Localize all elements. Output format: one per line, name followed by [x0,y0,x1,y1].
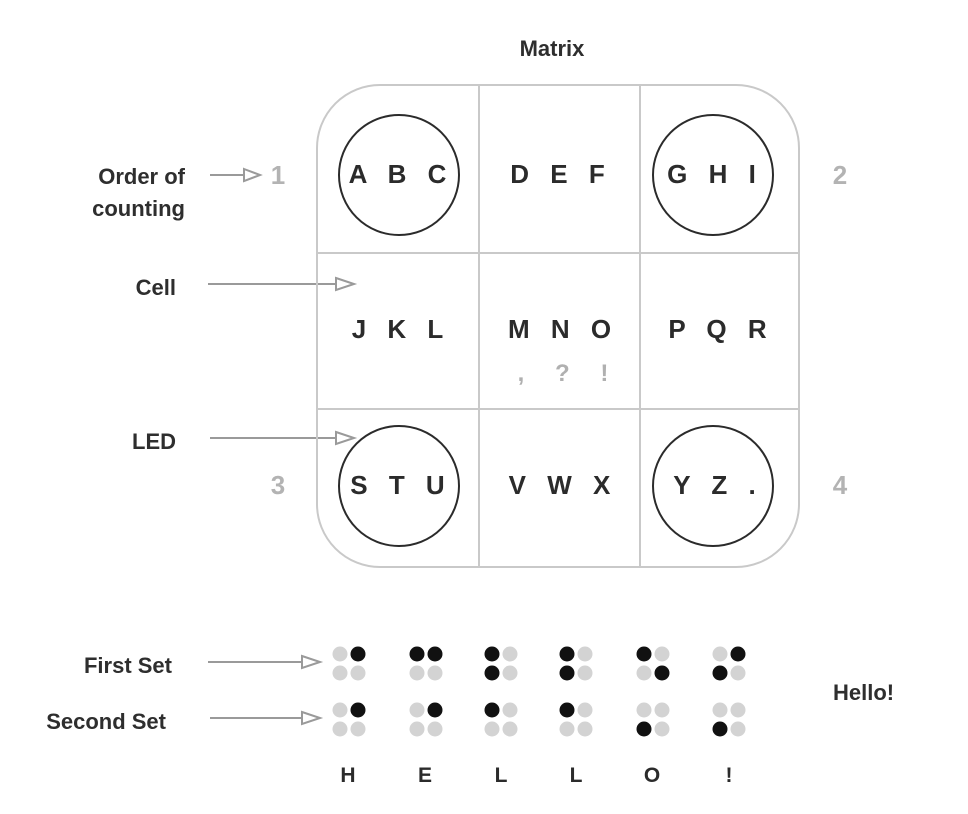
second-set-dot-1-2 [409,721,425,737]
first-set-dot-1-0 [409,646,425,662]
grid-line-v1 [478,85,480,567]
second-set-dot-1-0 [409,702,425,718]
second-set-dot-4-3 [654,721,670,737]
first-set-arrow [208,654,324,670]
word-letter-exclamation: ! [725,764,733,787]
second-set-dot-2-3 [502,721,518,737]
first-set-dot-5-3 [730,665,746,681]
led-stu [338,425,460,547]
second-set-dot-0-2 [332,721,348,737]
first-set-dot-0-0 [332,646,348,662]
second-set-arrow [210,710,324,726]
second-set-dot-4-2 [636,721,652,737]
second-set-dot-5-1 [730,702,746,718]
second-set-label: Second Set [46,709,166,734]
first-set-dot-4-3 [654,665,670,681]
word-letter-o: O [643,764,661,787]
result-text: Hello! [833,680,895,705]
first-set-dot-5-1 [730,646,746,662]
cell-def: D E F [510,159,612,189]
first-set-dot-2-3 [502,665,518,681]
second-set-dot-2-1 [502,702,518,718]
second-set-dot-4-0 [636,702,652,718]
first-set-dot-5-0 [712,646,728,662]
cell-label: Cell [135,275,176,300]
first-set-dot-2-1 [502,646,518,662]
second-set-dot-1-1 [427,702,443,718]
cell-pqr: P Q R [668,314,774,344]
word-letter-e: E [417,764,432,787]
first-set-label: First Set [83,653,172,678]
order-label-line2: counting [92,196,185,221]
first-set-dot-3-1 [577,646,593,662]
cell-vwx: V W X [508,470,618,500]
first-set-dot-3-2 [559,665,575,681]
first-set-dot-0-2 [332,665,348,681]
second-set-dot-4-1 [654,702,670,718]
second-set-dot-5-0 [712,702,728,718]
order-arrow [210,167,263,183]
first-set-dot-0-1 [350,646,366,662]
led-arrow [210,430,358,446]
cell-abc: A B C [348,159,454,189]
word-letter-l1: L [494,764,508,787]
first-set-dot-4-0 [636,646,652,662]
first-set-dot-3-0 [559,646,575,662]
cell-yz: Y Z . [673,470,763,500]
first-set-dot-3-3 [577,665,593,681]
second-set-dot-0-3 [350,721,366,737]
order-number-2: 2 [832,160,848,190]
first-set-dot-4-2 [636,665,652,681]
cell-jkl: J K L [351,314,451,344]
word-letter-h: H [340,764,356,787]
cell-mno-punctuation: , ? ! [517,360,621,387]
first-set-dot-5-2 [712,665,728,681]
first-set-dot-2-2 [484,665,500,681]
led-ghi [652,114,774,236]
grid-line-h2 [317,408,799,410]
second-set-dot-5-2 [712,721,728,737]
matrix-title: Matrix [519,36,585,61]
grid-line-v2 [639,85,641,567]
first-set-dot-1-3 [427,665,443,681]
first-set-dot-1-2 [409,665,425,681]
second-set-dot-3-1 [577,702,593,718]
second-set-dot-3-0 [559,702,575,718]
matrix-grid [316,84,800,568]
second-set-dot-1-3 [427,721,443,737]
cell-ghi: G H I [667,159,763,189]
order-of-counting-label: Order of counting [40,161,185,225]
word-letter-l2: L [569,764,583,787]
second-set-dot-3-3 [577,721,593,737]
second-set-dot-2-2 [484,721,500,737]
first-set-dot-1-1 [427,646,443,662]
order-label-line1: Order of [98,164,185,189]
order-number-4: 4 [832,470,848,500]
second-set-dot-0-0 [332,702,348,718]
led-abc [338,114,460,236]
led-yz [652,425,774,547]
cell-mno: M N O [507,314,619,344]
second-set-dot-0-1 [350,702,366,718]
order-number-3: 3 [270,470,286,500]
second-set-dot-3-2 [559,721,575,737]
second-set-dot-2-0 [484,702,500,718]
second-set-dot-5-3 [730,721,746,737]
cell-stu: S T U [350,470,452,500]
order-number-1: 1 [270,160,286,190]
first-set-dot-0-3 [350,665,366,681]
grid-line-h1 [317,252,799,254]
first-set-dot-2-0 [484,646,500,662]
cell-arrow [208,276,358,292]
first-set-dot-4-1 [654,646,670,662]
led-label: LED [132,429,176,454]
